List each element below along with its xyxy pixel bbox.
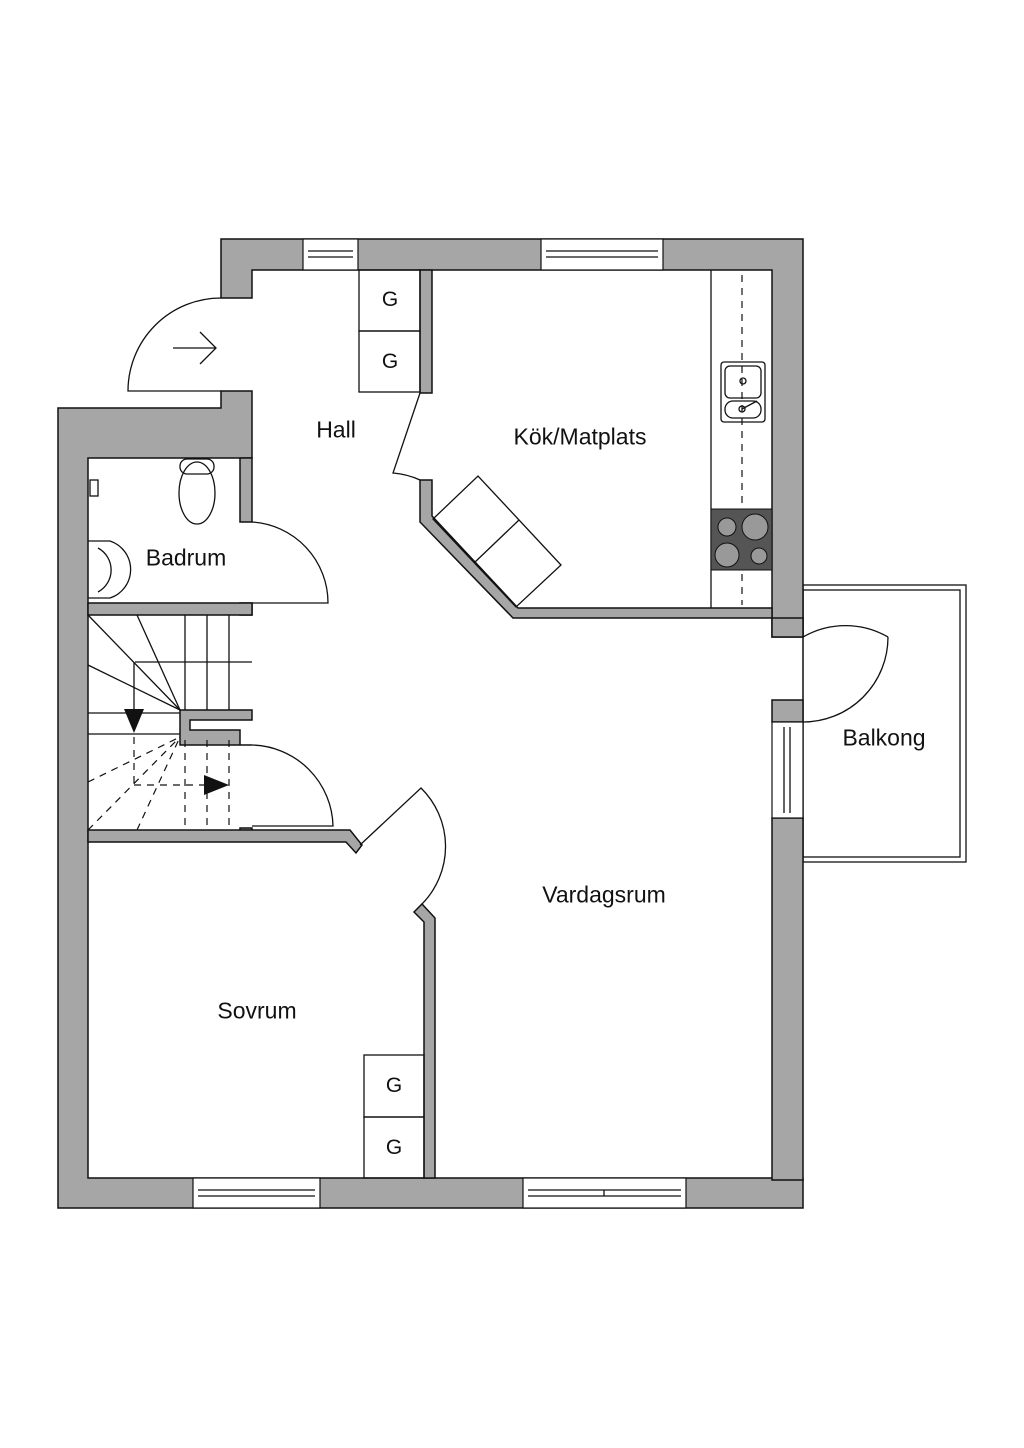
room-label-bedroom: Sovrum	[217, 997, 297, 1024]
staircase	[87, 614, 252, 831]
room-label-living-room: Vardagsrum	[542, 881, 666, 908]
dining-table	[432, 475, 562, 608]
stair-direction-arrow-icon	[204, 775, 229, 795]
windows	[192, 238, 804, 1209]
wardrobe-label: G	[381, 350, 399, 373]
stair-down-arrow-icon	[124, 709, 144, 733]
bathroom-fixtures	[88, 458, 216, 599]
doors	[127, 297, 889, 905]
wardrobe-label: G	[385, 1074, 403, 1097]
room-label-bathroom: Badrum	[145, 544, 227, 571]
entrance-arrow-icon	[173, 331, 217, 365]
kitchen-counter	[710, 270, 773, 608]
room-label-hall: Hall	[316, 416, 356, 443]
wardrobe-label: G	[381, 288, 399, 311]
wardrobe-label: G	[385, 1136, 403, 1159]
room-label-balcony: Balkong	[842, 724, 926, 751]
room-label-kitchen: Kök/Matplats	[513, 423, 647, 450]
balcony-outline	[802, 584, 967, 863]
walls	[57, 238, 804, 1209]
wardrobes	[358, 269, 425, 1179]
